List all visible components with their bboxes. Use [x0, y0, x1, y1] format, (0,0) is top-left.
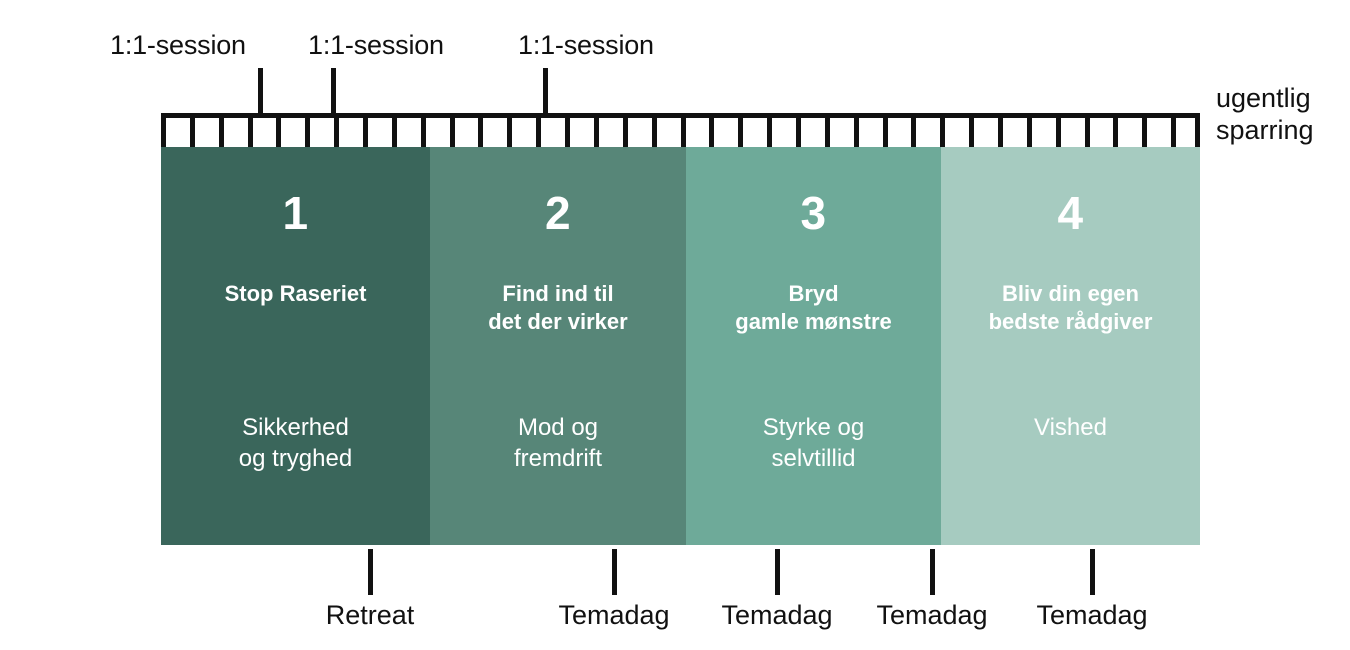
weekly-ruler	[161, 113, 1200, 148]
event-label: Temadag	[876, 600, 988, 630]
event-stem	[930, 549, 935, 595]
ruler-tick	[969, 118, 975, 148]
ruler-tick	[1026, 118, 1032, 148]
ruler-tick	[853, 118, 859, 148]
ruler-tick	[622, 118, 628, 148]
ruler-tick	[449, 118, 455, 148]
event-label: Temadag	[721, 600, 833, 630]
session-label: 1:1-session	[110, 30, 246, 60]
ruler-tick	[1171, 118, 1177, 148]
phase-title: Stop Raseriet	[224, 281, 367, 306]
session-label: 1:1-session	[518, 30, 654, 60]
ruler-tick	[161, 118, 166, 148]
ruler-tick	[593, 118, 599, 148]
ruler-tick	[1195, 118, 1200, 148]
event-stem	[612, 549, 617, 595]
ruler-tick	[1113, 118, 1119, 148]
ruler-tick	[997, 118, 1003, 148]
phase-number: 4	[1057, 187, 1084, 239]
event-stem	[368, 549, 373, 595]
event-label: Retreat	[325, 600, 415, 630]
ruler-tick	[536, 118, 542, 148]
ruler-tick	[1084, 118, 1090, 148]
ruler-tick	[305, 118, 311, 148]
session-stem	[258, 68, 263, 116]
phase-number: 3	[800, 187, 827, 239]
event-stem	[1090, 549, 1095, 595]
ruler-tick	[247, 118, 253, 148]
ruler-tick	[218, 118, 224, 148]
phase-title: Bryd gamle mønstre	[735, 281, 892, 334]
ruler-tick	[795, 118, 801, 148]
session-stem	[543, 68, 548, 116]
event-label: Temadag	[558, 600, 670, 630]
session-label: 1:1-session	[308, 30, 444, 60]
ruler-tick	[189, 118, 195, 148]
ruler-tick	[709, 118, 715, 148]
ruler-tick	[334, 118, 340, 148]
ruler-tick	[363, 118, 369, 148]
ruler-tick	[940, 118, 946, 148]
phase-title: Find ind til det der virker	[488, 281, 628, 334]
weekly-sparring-line1: ugentlig	[1216, 83, 1311, 113]
ruler-tick	[507, 118, 513, 148]
phase-number: 1	[282, 187, 309, 239]
phase-subtitle: Styrke og selvtillid	[762, 414, 865, 472]
ruler-tick	[882, 118, 888, 148]
ruler-tick	[738, 118, 744, 148]
event-label: Temadag	[1036, 600, 1148, 630]
phase-subtitle: Vished	[1034, 414, 1107, 441]
session-stem	[331, 68, 336, 116]
ruler-tick	[478, 118, 484, 148]
ruler-tick	[651, 118, 657, 148]
phase-subtitle: Sikkerhed og tryghed	[238, 414, 353, 472]
ruler-tick	[1142, 118, 1148, 148]
event-stem	[775, 549, 780, 595]
ruler-baseline	[161, 113, 1200, 118]
phase-subtitle: Mod og fremdrift	[513, 414, 602, 472]
ruler-tick	[1055, 118, 1061, 148]
ruler-tick	[824, 118, 830, 148]
ruler-tick	[276, 118, 282, 148]
ruler-tick	[767, 118, 773, 148]
ruler-tick	[420, 118, 426, 148]
weekly-sparring-label: ugentlig sparring	[1216, 82, 1314, 146]
ruler-tick	[565, 118, 571, 148]
phase-number: 2	[544, 187, 572, 239]
weekly-sparring-line2: sparring	[1216, 115, 1314, 145]
ruler-tick	[911, 118, 917, 148]
ruler-tick	[680, 118, 686, 148]
ruler-tick	[391, 118, 397, 148]
phase-title: Bliv din egen bedste rådgiver	[988, 281, 1153, 334]
